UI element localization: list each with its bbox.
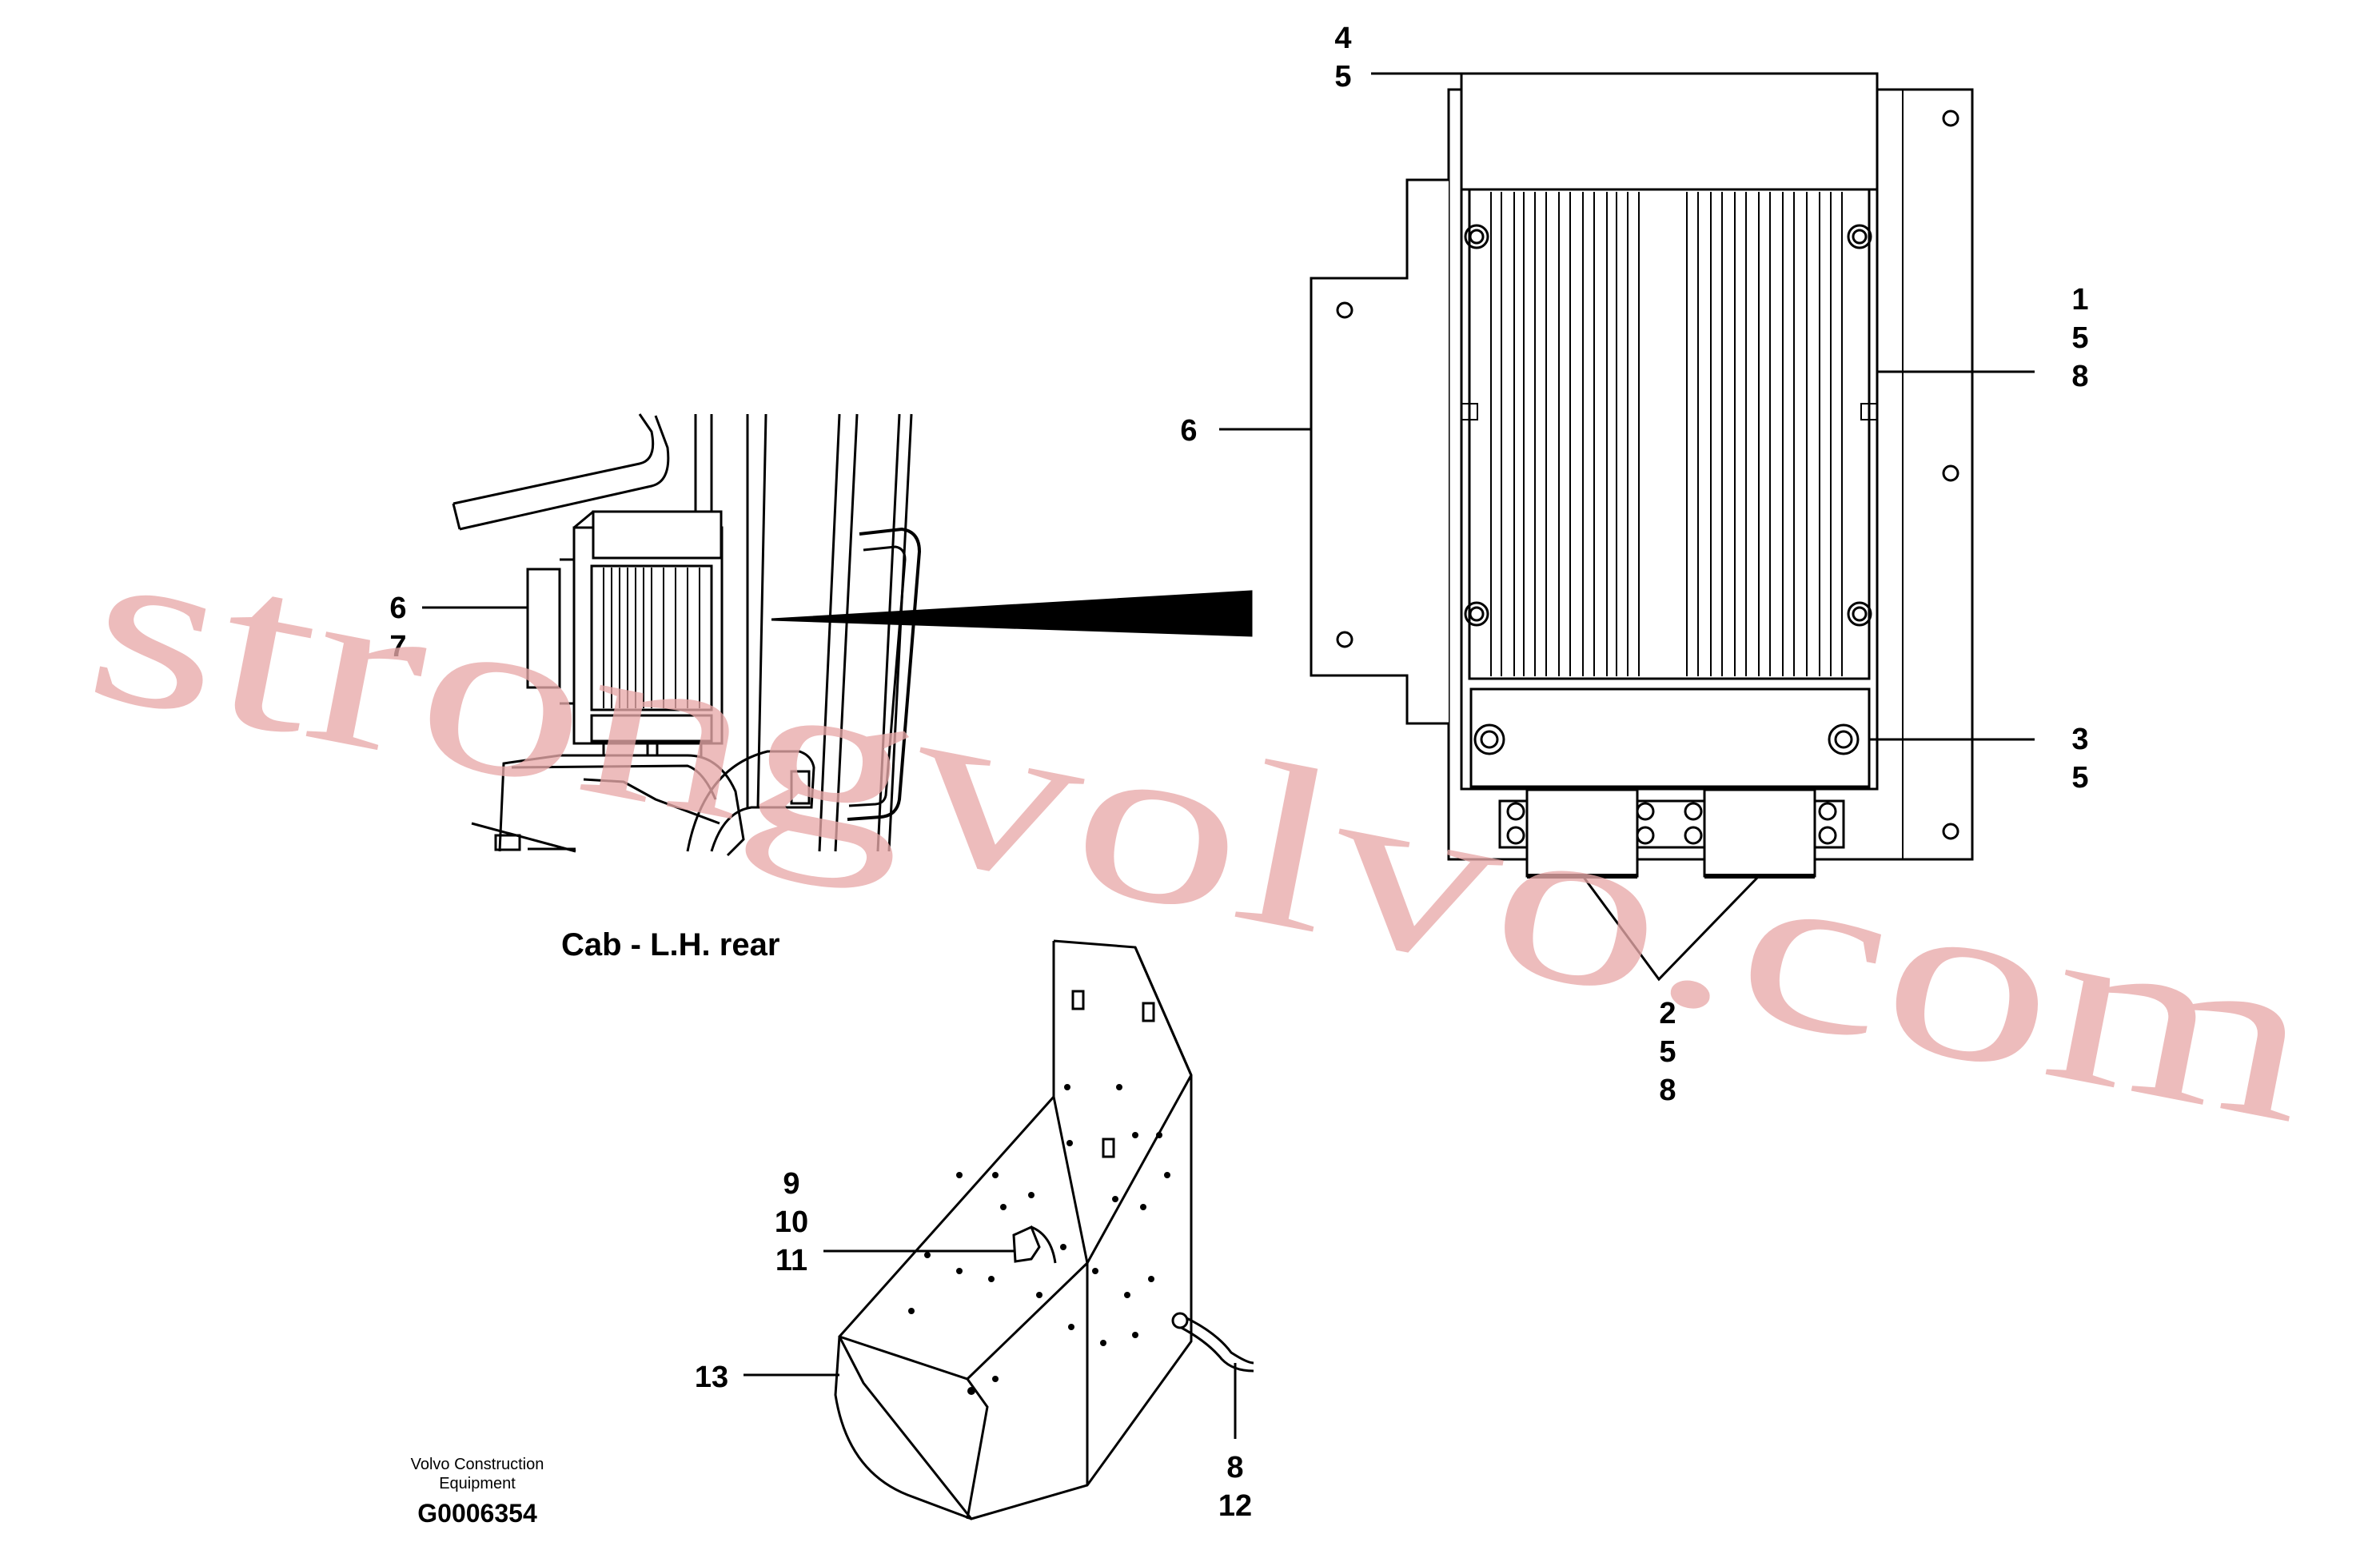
box-holes	[908, 1084, 1170, 1395]
connector-plug-right	[1703, 788, 1816, 878]
callout-e-1: 2	[1659, 997, 1676, 1030]
company-line-2: Equipment	[439, 1475, 516, 1492]
leader-e	[1581, 875, 1760, 982]
callout-f-1: 6	[389, 592, 406, 625]
unit-housing	[1460, 72, 1879, 791]
callout-e-3: 8	[1659, 1074, 1676, 1107]
leader-lines	[422, 72, 2035, 1439]
callout-d-2: 5	[2071, 761, 2088, 795]
wire-hose	[1179, 1313, 1254, 1365]
housing-bolts	[1464, 224, 1872, 627]
callout-e-2: 5	[1659, 1035, 1676, 1069]
connector-plug-left	[1525, 788, 1639, 878]
callout-h-1: 13	[695, 1361, 728, 1394]
wire-clip	[1012, 1225, 1041, 1263]
callout-g-3: 11	[775, 1244, 807, 1277]
drawing-footer: Volvo Construction Equipment G0006354	[411, 1456, 544, 1528]
callout-i-1: 8	[1226, 1451, 1243, 1484]
control-unit-detail	[1310, 72, 1974, 879]
callout-i-2: 12	[1218, 1489, 1252, 1523]
callout-g-1: 9	[783, 1167, 799, 1201]
mounting-box	[834, 939, 1254, 1520]
drawing-code: G0006354	[417, 1499, 537, 1528]
callout-f-2: 7	[389, 630, 406, 663]
callout-d-1: 3	[2071, 723, 2088, 756]
callout-g-2: 10	[775, 1205, 808, 1239]
callout-b-1: 1	[2071, 283, 2088, 317]
heat-sink-fins	[1490, 192, 1843, 676]
left-flange	[1310, 178, 1449, 725]
top-cover	[1460, 72, 1879, 191]
connector-cover	[1469, 687, 1871, 788]
callout-b-3: 8	[2071, 360, 2088, 393]
callout-c-1: 6	[1180, 414, 1197, 448]
callout-a-2: 5	[1334, 60, 1351, 94]
cab-rear-view	[452, 413, 1253, 857]
company-line-1: Volvo Construction	[411, 1456, 544, 1473]
callout-labels: 4 5 1 5 8 6 3 5 2 5 8 6 7 9 10 11 13 8 1…	[389, 22, 2088, 1523]
callout-a-1: 4	[1334, 22, 1351, 55]
cab-control-unit	[572, 526, 724, 745]
callout-b-2: 5	[2071, 321, 2088, 355]
projection-wedge	[771, 590, 1253, 637]
heat-sink	[1468, 188, 1871, 680]
watermark-text: strongvolvo.com	[71, 490, 2334, 1173]
view-caption: Cab - L.H. rear	[561, 927, 779, 962]
